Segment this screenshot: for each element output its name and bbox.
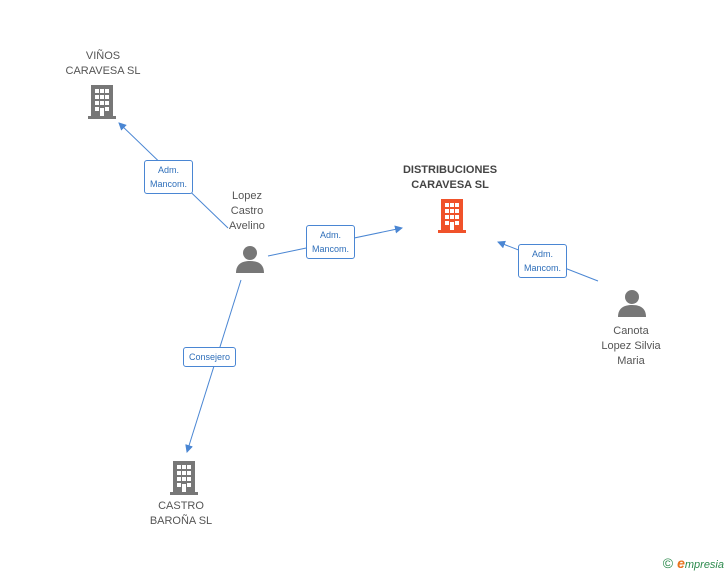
node-label-castro-barona: CASTRO BAROÑA SL [149, 500, 213, 527]
edge-label-canota-distribuciones[interactable]: Adm. Mancom. [518, 244, 568, 278]
building-icon[interactable] [436, 198, 468, 234]
building-icon[interactable] [86, 84, 118, 120]
edge-label-lopez-castro[interactable]: Consejero [183, 347, 237, 367]
edge-label-lopez-vinos[interactable]: Adm. Mancom. [144, 160, 194, 194]
node-label-lopez: Lopez Castro Avelino [229, 190, 265, 232]
brand-initial: e [677, 555, 685, 571]
brand-name: mpresia [684, 559, 724, 571]
node-label-distribuciones: DISTRIBUCIONES CARAVESA SL [402, 164, 498, 191]
footer-brand: © empresia [663, 555, 724, 571]
copyright-icon: © [662, 555, 674, 571]
edge-label-lopez-distribuciones[interactable]: Adm. Mancom. [306, 225, 356, 259]
person-icon[interactable] [617, 288, 647, 318]
building-icon[interactable] [168, 460, 200, 496]
node-label-vinos: VIÑOS CARAVESA SL [65, 50, 141, 77]
person-icon[interactable] [235, 244, 265, 274]
node-label-canota: Canota Lopez Silvia Maria [601, 325, 661, 367]
brand-logo[interactable]: empresia [677, 555, 724, 571]
